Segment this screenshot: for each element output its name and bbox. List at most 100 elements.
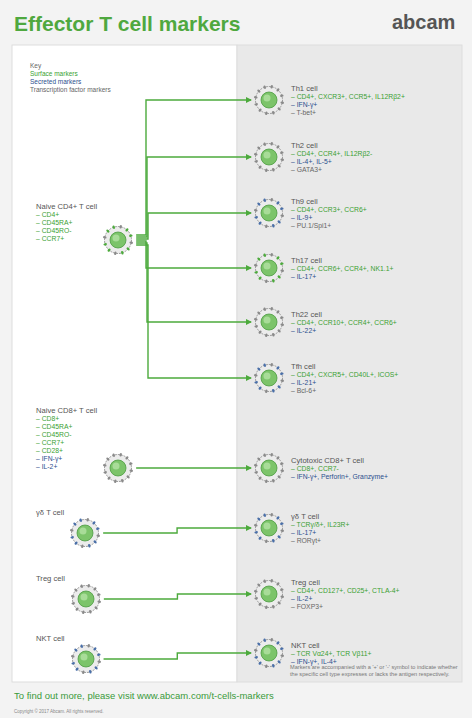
cell-nucleus (261, 149, 277, 165)
surface-receptor (81, 670, 84, 674)
cell-membrane (256, 581, 283, 608)
cell-node: NKT cell (36, 634, 103, 676)
cell-membrane (256, 515, 283, 542)
nucleus-highlight (264, 317, 271, 324)
cell-nucleus (261, 370, 277, 386)
marker-line: – IL-22+ (291, 327, 458, 335)
nucleus-highlight (264, 463, 271, 470)
cell-icon (69, 582, 103, 616)
surface-receptor (263, 453, 266, 457)
cell-name: NKT cell (36, 634, 65, 643)
surface-receptor (96, 653, 100, 656)
cell-nucleus (261, 92, 277, 108)
surface-receptor (257, 642, 261, 646)
marker-list: NKT cell (36, 634, 65, 643)
surface-receptor (263, 253, 266, 257)
arrow-connector (136, 467, 251, 468)
surface-receptor (107, 476, 111, 480)
nucleus-highlight (113, 235, 120, 242)
surface-receptor (71, 602, 75, 605)
marker-list: Th2 cell– CD4+, CCR4+, IL12Rβ2-– IL-4+, … (291, 141, 458, 174)
marker-line: – CD45RO- (36, 431, 97, 439)
surface-receptor (254, 590, 258, 593)
logo-text: abcam (392, 10, 455, 35)
surface-receptor (280, 595, 284, 598)
cell-icon (69, 642, 103, 676)
cell-membrane (256, 200, 283, 227)
marker-line: – CD4+, CCR6+, CCR4+, NK1.1+ (291, 265, 458, 273)
surface-receptor (276, 366, 280, 370)
surface-receptor (96, 527, 100, 530)
surface-receptor (265, 279, 268, 283)
surface-receptor (71, 595, 75, 598)
marker-list: Th17 cell– CD4+, CCR6+, CCR4+, NK1.1+– I… (291, 256, 458, 281)
cell-node: Th1 cell– CD4+, CXCR3+, CCR5+, IL12Rβ2+–… (252, 83, 458, 117)
surface-receptor (276, 516, 280, 520)
marker-list: Th22 cell– CD4+, CCR10+, CCR4+, CCR6+– I… (291, 310, 458, 335)
surface-receptor (258, 476, 262, 480)
surface-receptor (272, 539, 275, 543)
surface-receptor (277, 107, 281, 111)
cell-icon (252, 511, 286, 545)
key-heading: Key (30, 62, 41, 70)
surface-receptor (107, 248, 111, 252)
surface-receptor (280, 469, 284, 472)
cell-membrane (256, 309, 283, 336)
surface-receptor (280, 372, 284, 375)
surface-receptor (280, 262, 284, 265)
surface-receptor (119, 453, 122, 457)
surface-receptor (276, 310, 280, 314)
cell-membrane (72, 586, 99, 613)
arrow-connector (136, 243, 251, 322)
surface-receptor (272, 168, 275, 172)
surface-receptor (270, 253, 273, 257)
marker-line: – IFN-γ+, Perforin+, Granzyme+ (291, 473, 458, 481)
nucleus-highlight (264, 263, 271, 270)
surface-receptor (103, 243, 107, 246)
surface-receptor (125, 456, 129, 460)
surface-receptor (276, 145, 280, 149)
marker-list: Naive CD8+ T cell– CD8+– CD45RA+– CD45RO… (36, 406, 97, 471)
cell-name: Tfh cell (291, 362, 458, 371)
surface-receptor (86, 518, 89, 522)
surface-receptor (277, 329, 281, 333)
marker-line: – CD45RO- (36, 227, 97, 235)
surface-receptor (254, 318, 258, 321)
nucleus-highlight (80, 594, 87, 601)
surface-receptor (280, 379, 284, 382)
key-entry: Transcription factor markers (30, 86, 111, 94)
surface-receptor (277, 660, 281, 664)
cell-node: γδ T cell (36, 508, 102, 550)
cell-name: Treg cell (36, 574, 65, 583)
surface-receptor (265, 333, 268, 337)
surface-receptor (257, 311, 261, 315)
surface-receptor (263, 142, 266, 146)
cell-name: NKT cell (291, 641, 458, 650)
cell-name: Th1 cell (291, 84, 458, 93)
marker-line: – CD4+, CXCR5+, CD40L+, ICOS+ (291, 371, 458, 379)
surface-receptor (265, 168, 268, 172)
surface-receptor (106, 229, 110, 233)
surface-receptor (270, 453, 273, 457)
surface-receptor (92, 647, 96, 651)
cell-node: Th9 cell– CD4+, CCR3+, CCR6+– IL-9+– PU.… (252, 196, 458, 230)
surface-receptor (276, 456, 280, 460)
cell-membrane (256, 144, 283, 171)
surface-receptor (88, 544, 91, 548)
surface-receptor (277, 385, 281, 389)
surface-receptor (126, 475, 130, 479)
surface-receptor (97, 593, 101, 596)
cell-name: Naive CD4+ T cell (36, 202, 97, 211)
cell-icon (252, 251, 286, 285)
cell-name: γδ T cell (36, 508, 64, 517)
arrow-connector (104, 594, 251, 599)
cell-nucleus (261, 314, 277, 330)
cell-icon (101, 223, 135, 257)
surface-receptor (280, 101, 284, 104)
surface-receptor (280, 158, 284, 161)
surface-receptor (257, 517, 261, 521)
surface-receptor (254, 524, 258, 527)
left-panel (12, 45, 237, 682)
cell-icon (252, 636, 286, 670)
surface-receptor (270, 198, 273, 202)
